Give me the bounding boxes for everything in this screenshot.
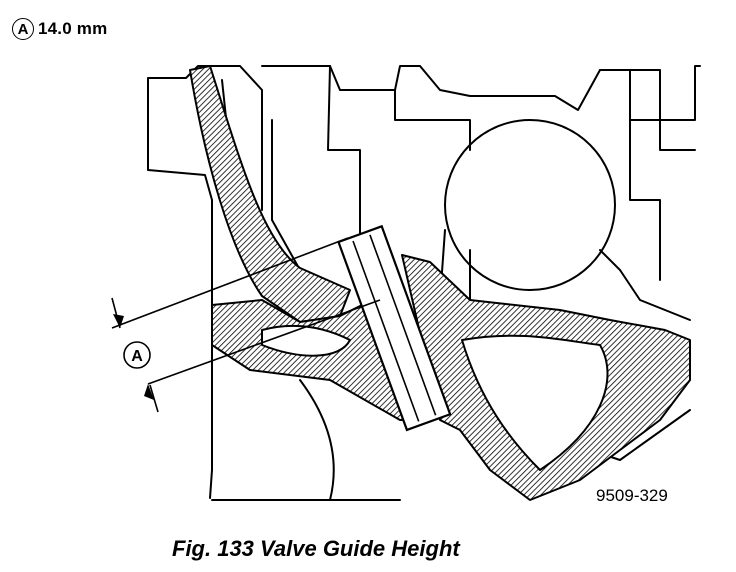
port-wall-left [189, 65, 351, 323]
figure-part-number: 9509-329 [596, 486, 668, 505]
head-outline [147, 65, 263, 499]
valve-guide [337, 224, 452, 432]
callout-a-label: A [131, 348, 143, 365]
dimension-arrow-upper [113, 314, 124, 328]
dimension-line-lower [147, 299, 381, 385]
dimension-legend: A 14.0 mm [12, 18, 107, 40]
figure-caption: Fig. 133 Valve Guide Height [172, 536, 460, 561]
upper-body [261, 65, 701, 121]
valve-spring-seat [444, 119, 616, 291]
dimension-line-upper [111, 237, 349, 329]
callout-a-symbol: A [12, 18, 34, 40]
callout-a-circle [123, 341, 151, 369]
dimension-arrow-lower [144, 384, 154, 400]
dimension-value: 14.0 mm [38, 19, 108, 38]
